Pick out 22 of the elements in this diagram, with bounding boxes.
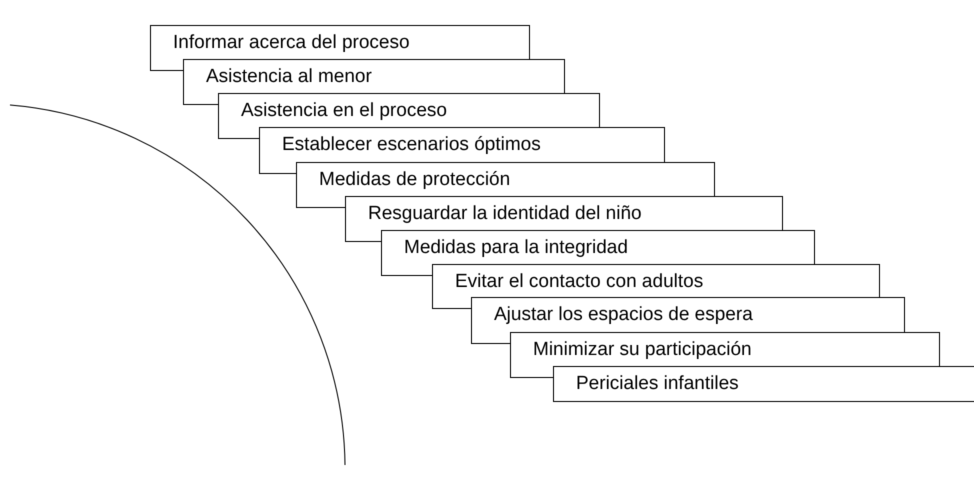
step-label: Minimizar su participación [533,339,752,361]
step-label: Medidas de protección [319,169,510,191]
step-box [432,264,880,297]
step-label: Evitar el contacto con adultos [455,271,704,293]
step-label: Asistencia al menor [206,66,372,88]
step-label: Periciales infantiles [576,373,739,395]
step-box [510,332,940,366]
step-label: Asistencia en el proceso [241,100,447,122]
step-box [150,25,530,59]
step-box [471,297,905,332]
step-label: Resguardar la identidad del niño [368,203,642,225]
step-label: Medidas para la integridad [404,237,628,259]
step-box [381,230,815,264]
step-label: Ajustar los espacios de espera [494,304,753,326]
step-box [183,59,565,93]
step-box [345,196,783,230]
step-box [553,366,974,402]
step-box [218,93,600,127]
step-box [259,127,665,162]
step-label: Establecer escenarios óptimos [282,134,541,156]
step-box [296,162,715,196]
step-label: Informar acerca del proceso [173,32,410,54]
